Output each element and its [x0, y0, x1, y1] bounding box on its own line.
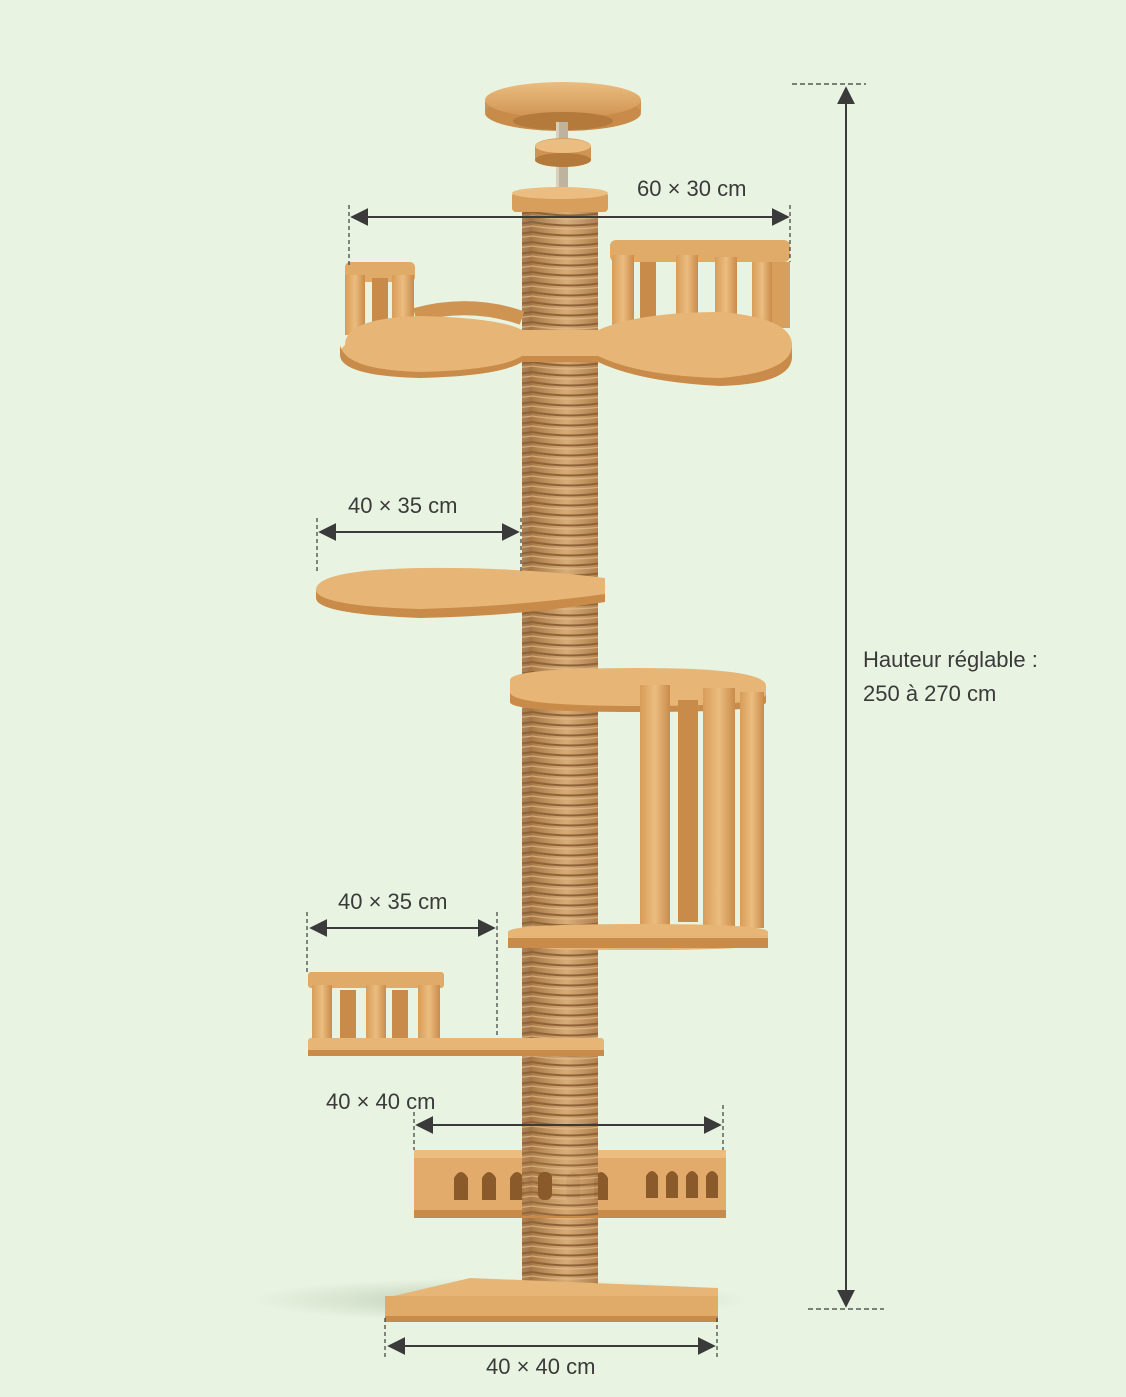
height-label: Hauteur réglable : 250 à 270 cm — [863, 643, 1038, 711]
top-platform-dimension-label: 60 × 30 cm — [637, 176, 747, 201]
tall-cage — [508, 668, 768, 950]
square-basket-dimension-label: 40 × 40 cm — [326, 1089, 436, 1114]
base-dimension-label: 40 × 40 cm — [486, 1354, 596, 1379]
ceiling-mount — [485, 82, 641, 192]
round-shelf-dimension-label: 40 × 35 cm — [348, 493, 458, 518]
square-basket — [414, 1150, 726, 1218]
height-label-line1: Hauteur réglable : — [863, 647, 1038, 672]
dimension-lines — [306, 83, 884, 1358]
lower-basket — [308, 972, 604, 1056]
height-label-line2: 250 à 270 cm — [863, 681, 997, 706]
round-shelf — [316, 567, 605, 618]
post-top-cap — [512, 187, 608, 212]
base-plate — [385, 1278, 718, 1322]
sisal-post — [522, 212, 598, 1294]
top-double-platform — [340, 240, 792, 386]
lower-basket-dimension-label: 40 × 35 cm — [338, 889, 448, 914]
